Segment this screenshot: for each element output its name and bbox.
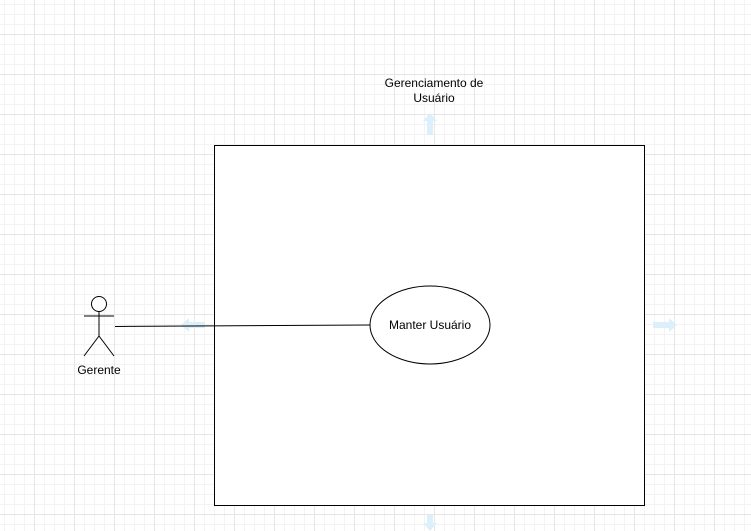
- actor-right-leg: [98, 335, 115, 357]
- connection-arrow-top[interactable]: [423, 113, 437, 135]
- use-case-ellipse[interactable]: [369, 285, 491, 365]
- system-boundary-title-line2: Usuário: [413, 91, 455, 105]
- actor-label: Gerente: [77, 363, 121, 377]
- connection-arrow-bottom[interactable]: [423, 515, 437, 531]
- actor-left-leg: [83, 335, 100, 357]
- association-line[interactable]: [114, 324, 371, 327]
- actor-head: [91, 296, 107, 312]
- use-case-manter-usuario[interactable]: Manter Usuário: [369, 285, 491, 365]
- connection-arrow-left[interactable]: [181, 318, 205, 332]
- use-case-label: Manter Usuário: [389, 318, 471, 332]
- connection-arrow-right[interactable]: [653, 318, 677, 332]
- actor-gerente[interactable]: [83, 296, 115, 357]
- system-boundary-title-line1: Gerenciamento de: [385, 76, 484, 90]
